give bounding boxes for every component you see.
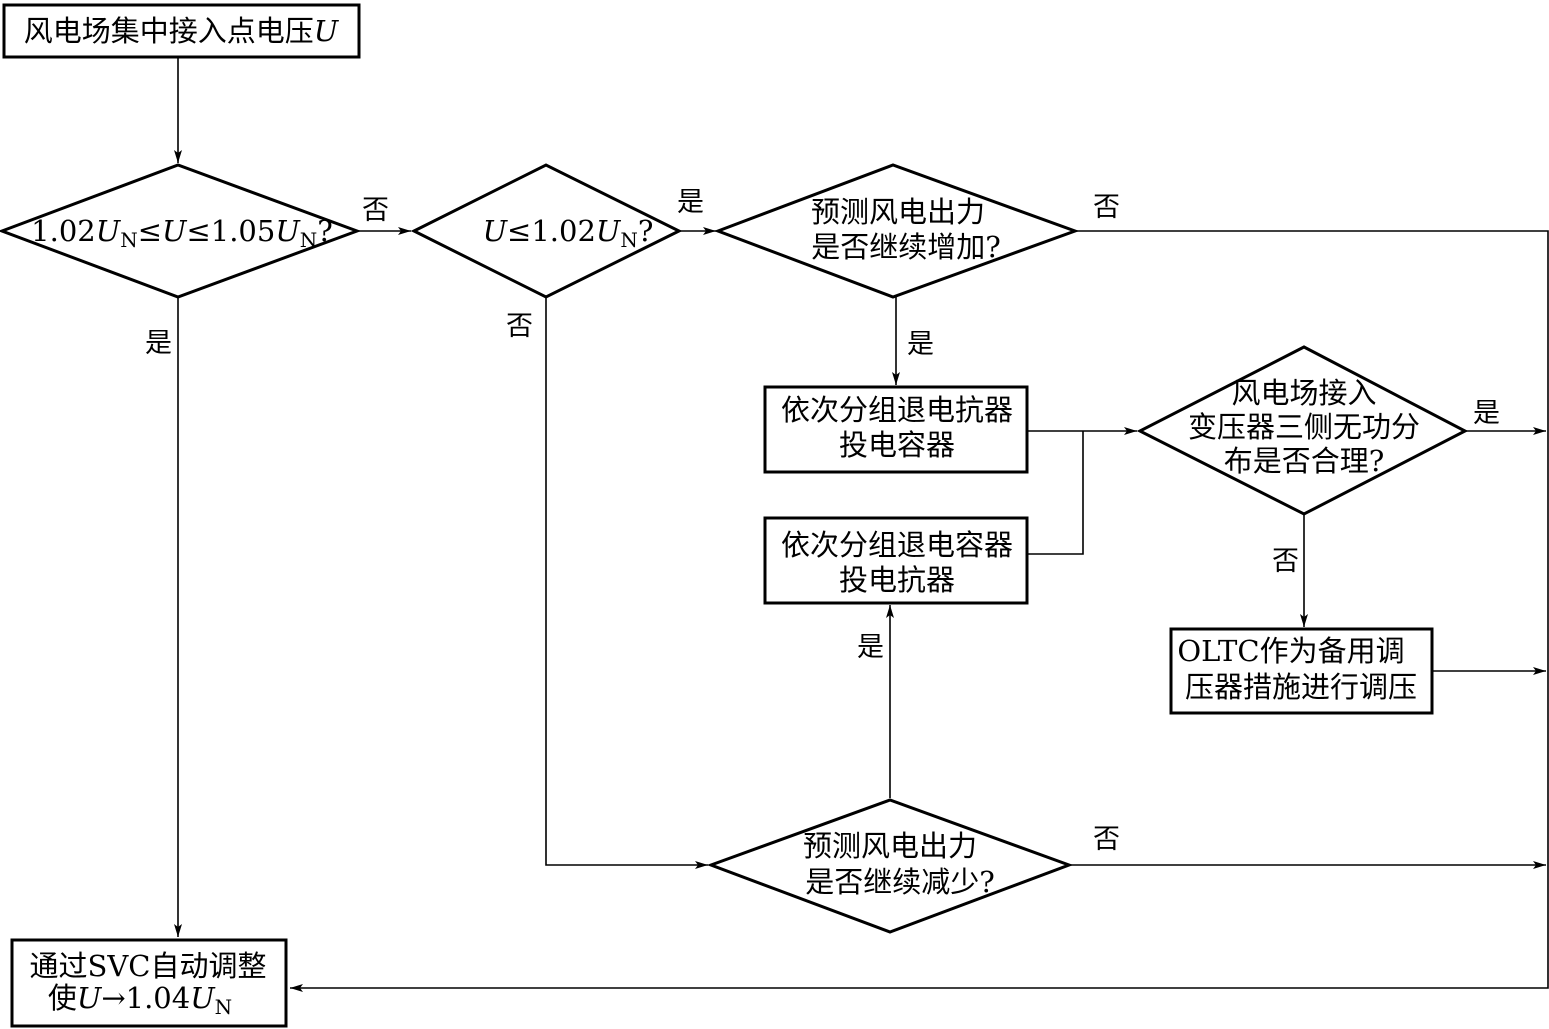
- d3-line2: 是否继续增加?: [811, 230, 1001, 264]
- d2-text: U≤1.02UN?: [483, 214, 654, 252]
- label-d3-yes: 是: [907, 329, 934, 360]
- d3-line1: 预测风电出力: [811, 195, 985, 229]
- line-p2-to-d4: [1027, 431, 1084, 555]
- process-p2: [763, 516, 1029, 605]
- p2-line2: 投电抗器: [839, 563, 955, 597]
- end-line1: 通过SVC自动调整: [30, 949, 267, 983]
- label-d4-yes: 是: [1473, 398, 1500, 429]
- end-line2: 使U→1.04UN: [48, 981, 232, 1019]
- d5-line2: 是否继续减少?: [805, 865, 995, 899]
- decision-d5: [706, 798, 1074, 934]
- p1-line2: 投电容器: [839, 428, 955, 462]
- decision-d3: [713, 163, 1080, 299]
- label-d5-yes: 是: [857, 632, 884, 663]
- d4-line3: 布是否合理?: [1224, 444, 1385, 478]
- d1-text: 1.02UN≤U≤1.05UN?: [31, 214, 333, 252]
- p3-line2: 压器措施进行调压: [1185, 670, 1417, 704]
- node-texts: 风电场集中接入点电压U 1.02UN≤U≤1.05UN? U≤1.02UN? 预…: [24, 14, 1420, 1019]
- label-d2-yes: 是: [677, 187, 704, 218]
- d4-line2: 变压器三侧无功分: [1188, 410, 1420, 444]
- end-box: [10, 938, 288, 1028]
- process-p3: [1169, 627, 1434, 715]
- shapes: [0, 3, 1469, 1028]
- p1-line1: 依次分组退电抗器: [781, 393, 1013, 427]
- label-d1-yes: 是: [145, 328, 172, 359]
- d5-line1: 预测风电出力: [803, 829, 977, 863]
- d4-line1: 风电场接入: [1231, 376, 1376, 410]
- start-box: [2, 3, 361, 59]
- arrow-return-to-end: [290, 230, 1549, 992]
- decision-d1: [0, 163, 362, 299]
- p2-line1: 依次分组退电容器: [781, 528, 1013, 562]
- label-d1-no: 否: [362, 195, 389, 226]
- branch-labels: 否 是 是 否 否 是 是 否 是 否: [145, 187, 1500, 855]
- decision-d4: [1136, 345, 1469, 516]
- label-d2-no: 否: [506, 311, 533, 342]
- label-d3-no: 否: [1093, 192, 1120, 223]
- connectors: [174, 57, 1549, 992]
- label-d5-no: 否: [1093, 824, 1120, 855]
- p3-line1: OLTC作为备用调: [1177, 634, 1404, 668]
- decision-d2: [410, 163, 683, 299]
- label-d4-no: 否: [1272, 546, 1299, 577]
- arrow-d2-to-d5: [545, 297, 708, 869]
- process-p1: [763, 385, 1029, 474]
- start-text: 风电场集中接入点电压U: [24, 14, 340, 48]
